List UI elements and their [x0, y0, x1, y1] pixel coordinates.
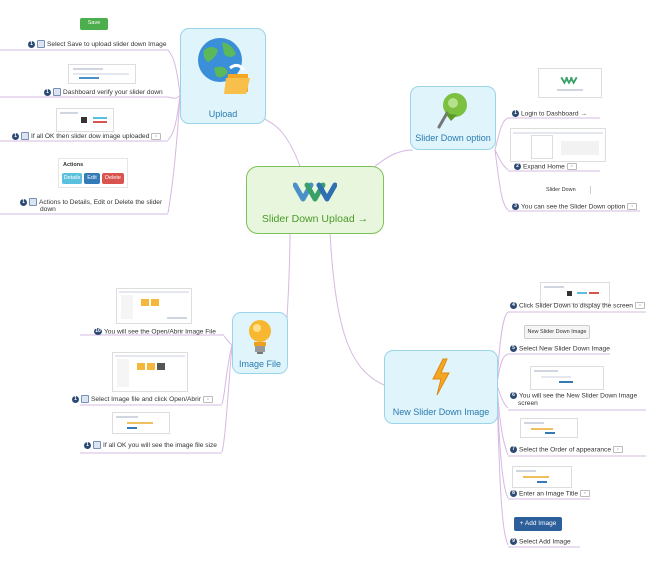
expand-home-screenshot [510, 128, 606, 162]
link-arrow-icon: → [580, 110, 587, 118]
note-icon [29, 198, 37, 206]
note-icon [37, 40, 45, 48]
topic-image-file-label: Image File [238, 359, 282, 369]
login-screenshot [538, 68, 602, 98]
lightbulb-icon [249, 320, 271, 354]
add-image-button[interactable]: + Add Image [514, 517, 562, 531]
topic-image-file[interactable]: Image File [232, 312, 288, 374]
note-icon [21, 132, 29, 140]
slider-down-menu-label: Slider Down [546, 186, 591, 194]
upload-item-4-cont: down [40, 206, 56, 213]
topic-upload-label: Upload [208, 109, 238, 119]
topic-upload[interactable]: Upload [180, 28, 266, 124]
file-size-screenshot [112, 412, 170, 434]
save-button[interactable]: Save [80, 18, 108, 30]
slider-down-screen-screenshot [540, 282, 610, 304]
link-arrow-icon: → [357, 213, 369, 225]
memo-icon: ≡ [613, 446, 624, 453]
new-slider-down-image-button[interactable]: New Slider Down Image [524, 325, 590, 339]
edit-button[interactable]: Edit [84, 173, 100, 184]
title-screenshot [512, 466, 572, 488]
topic-slider-down-option[interactable]: Slider Down option [410, 86, 496, 150]
note-icon [93, 441, 101, 449]
delete-button[interactable]: Delete [102, 173, 124, 184]
logo-icon [293, 182, 337, 202]
topic-new-slider-down-image[interactable]: New Slider Down Image [384, 350, 498, 424]
actions-title: Actions [63, 162, 84, 168]
order-screenshot [520, 418, 578, 438]
memo-icon: ≡ [566, 163, 577, 170]
upload-ok-screenshot [56, 108, 114, 132]
memo-icon: ≡ [627, 203, 638, 210]
globe-folder-icon [198, 38, 250, 94]
new-image-screen-screenshot [530, 366, 604, 390]
memo-icon: ≡ [634, 302, 645, 309]
pushpin-icon [437, 93, 467, 129]
actions-panel: Actions Details Edit Delete [58, 158, 128, 188]
open-dialog-screenshot [116, 288, 192, 324]
note-icon [53, 88, 61, 96]
memo-icon: ≡ [202, 395, 213, 403]
central-topic[interactable]: Slider Down Upload → [246, 166, 384, 234]
topic-slider-down-label: Slider Down option [415, 133, 491, 143]
select-file-screenshot [112, 352, 188, 392]
new-item-6-cont: screen [518, 400, 538, 407]
topic-new-slider-label: New Slider Down Image [392, 407, 490, 417]
note-icon [81, 395, 89, 403]
memo-icon: ≡ [151, 132, 162, 140]
details-button[interactable]: Details [62, 173, 82, 184]
dashboard-screenshot [68, 64, 136, 84]
central-label: Slider Down Upload [261, 213, 355, 225]
lightning-icon [432, 358, 450, 396]
memo-icon: ≡ [580, 490, 591, 497]
